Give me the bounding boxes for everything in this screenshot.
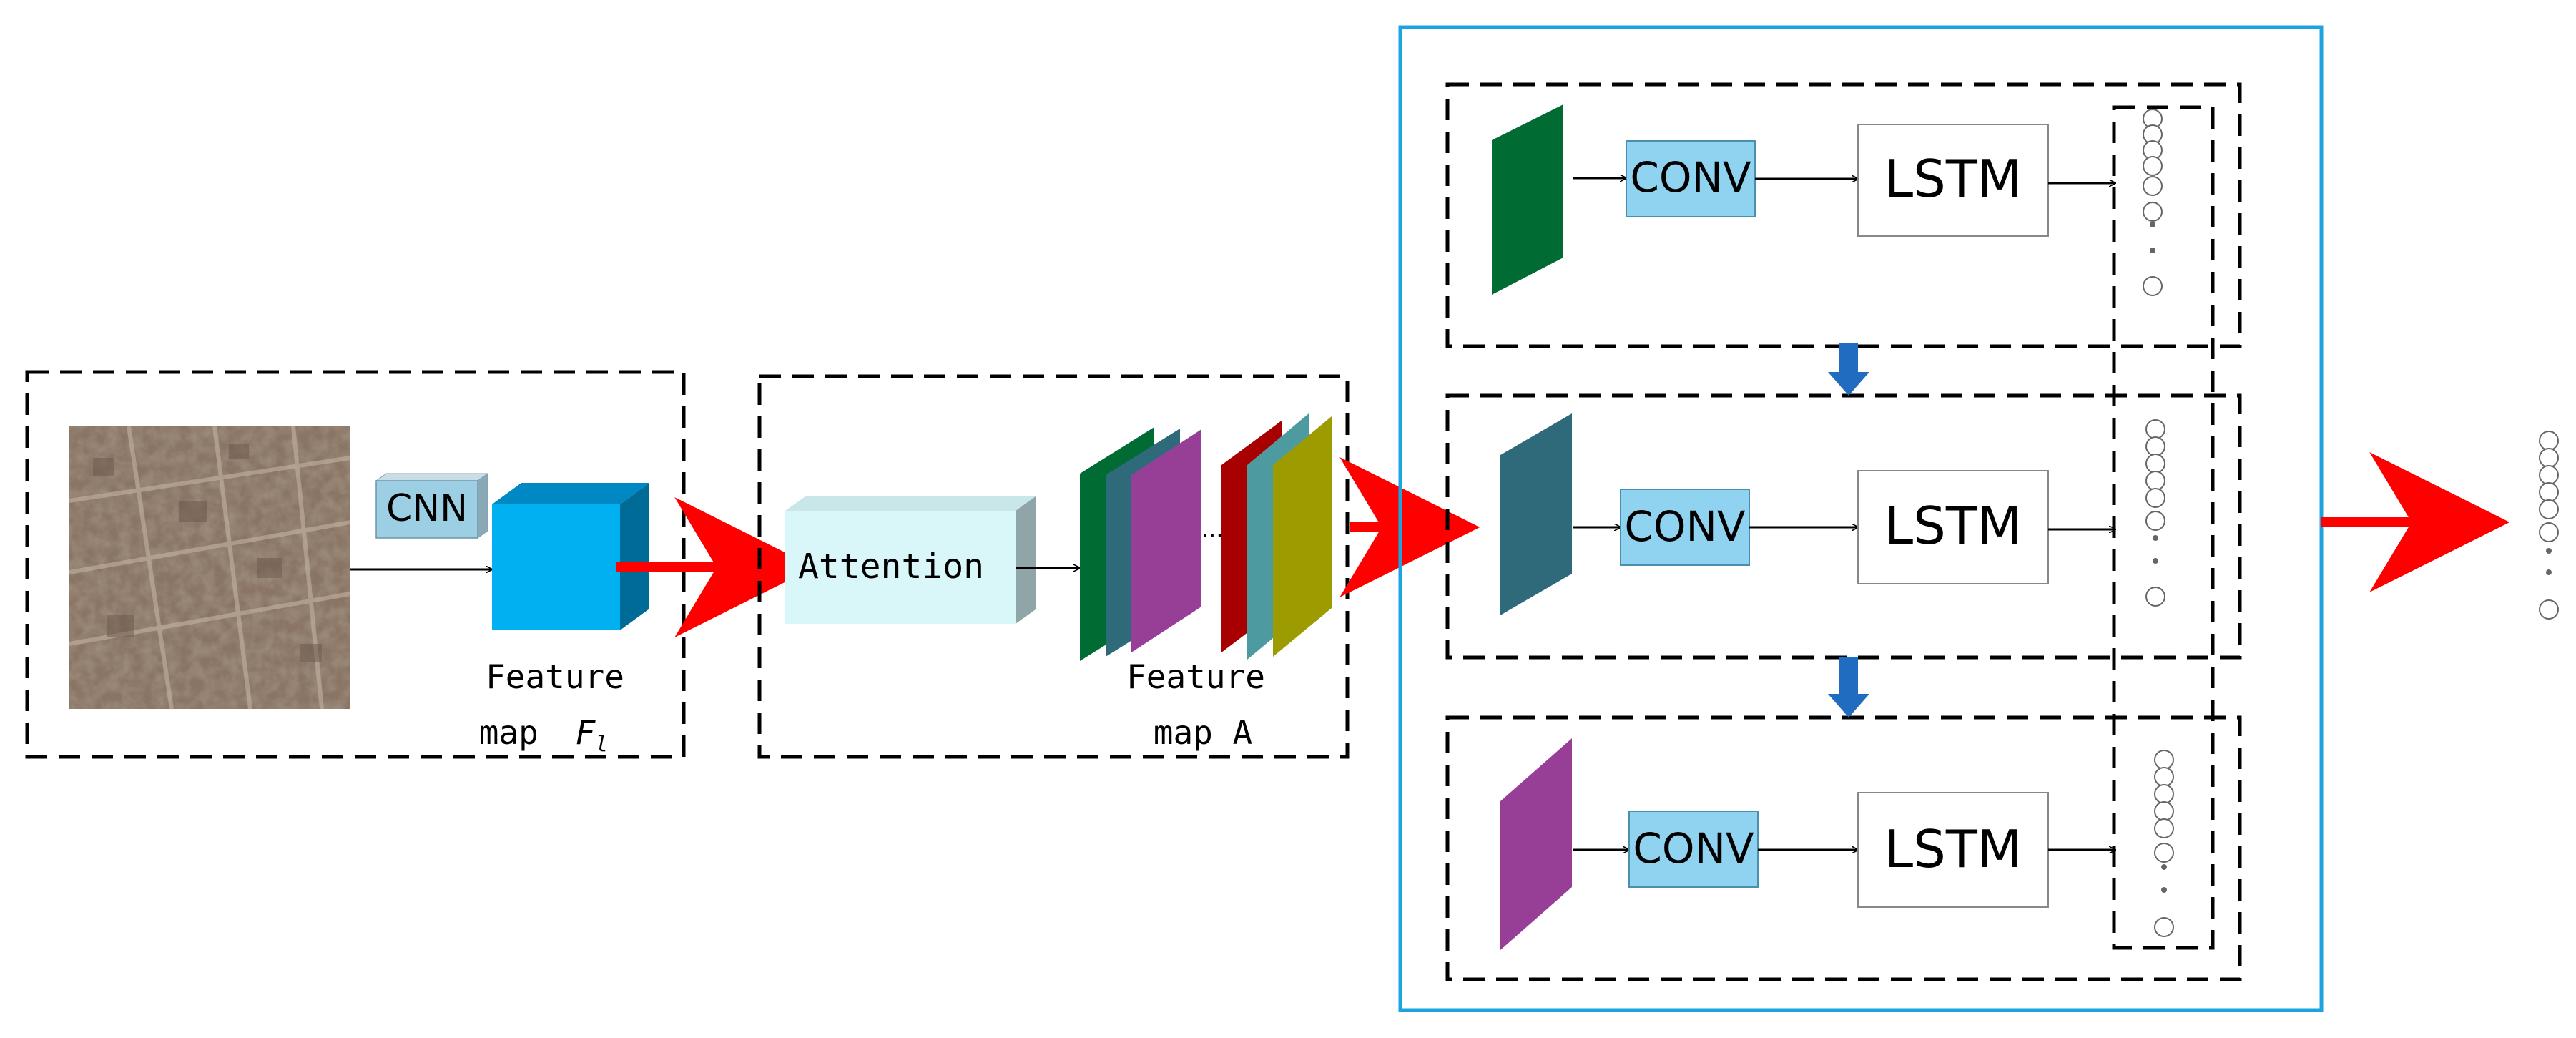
output-vector-2 — [2145, 419, 2165, 607]
stage-1-border — [1445, 82, 2242, 348]
stage-3-conv-label: CONV — [1633, 824, 1754, 873]
stage-1-conv — [1626, 140, 1756, 217]
feature-map-a-line1: Feature — [1126, 657, 1265, 696]
stage-3-conv — [1628, 811, 1759, 888]
stage-2-lstm — [1857, 470, 2049, 584]
output-vector-1 — [2143, 109, 2163, 296]
stage-2-conv-label: CONV — [1624, 502, 1746, 551]
stage-1-lstm-label: LSTM — [1884, 149, 2022, 209]
stage-1-conv-label: CONV — [1630, 153, 1751, 202]
stage-3-lstm — [1857, 792, 2049, 908]
stage-3: CONV LSTM — [1500, 738, 2115, 950]
attention-block: Attention — [785, 496, 1036, 624]
cnn-label: CNN — [386, 487, 468, 530]
cnn-label-box: CNN — [375, 473, 489, 539]
stage-1-lstm — [1857, 124, 2049, 237]
stage-2: CONV LSTM — [1500, 413, 2115, 615]
feature-cube — [492, 483, 649, 630]
stage-3-map — [1500, 738, 1572, 950]
map-panel-olive — [1273, 416, 1332, 657]
stage-2-conv — [1620, 489, 1750, 566]
feature-map-f-line1: Feature — [486, 657, 624, 696]
attention-label: Attention — [798, 547, 984, 587]
cnn-module-border — [25, 370, 686, 759]
down-arrow-2 — [1828, 657, 1869, 718]
stage-3-lstm-label: LSTM — [1884, 819, 2022, 879]
map-panel-purple — [1131, 429, 1201, 652]
stage-2-lstm-label: LSTM — [1884, 496, 2022, 556]
feature-map-a-line2: map A — [1154, 713, 1252, 752]
stage-1: CONV LSTM — [1492, 104, 2115, 295]
output-vector-3 — [2154, 750, 2174, 937]
feature-map-f-line2: map Fl — [479, 713, 609, 757]
down-arrow-1 — [1828, 343, 1869, 396]
stage-2-map — [1500, 413, 1572, 615]
final-output-vector — [2539, 431, 2559, 620]
aerial-image — [69, 426, 351, 710]
feature-maps-stack: ... — [1080, 413, 1332, 661]
stage-1-map — [1492, 104, 1563, 295]
stage-3-border — [1445, 715, 2242, 981]
maps-ellipsis: ... — [1201, 515, 1224, 542]
